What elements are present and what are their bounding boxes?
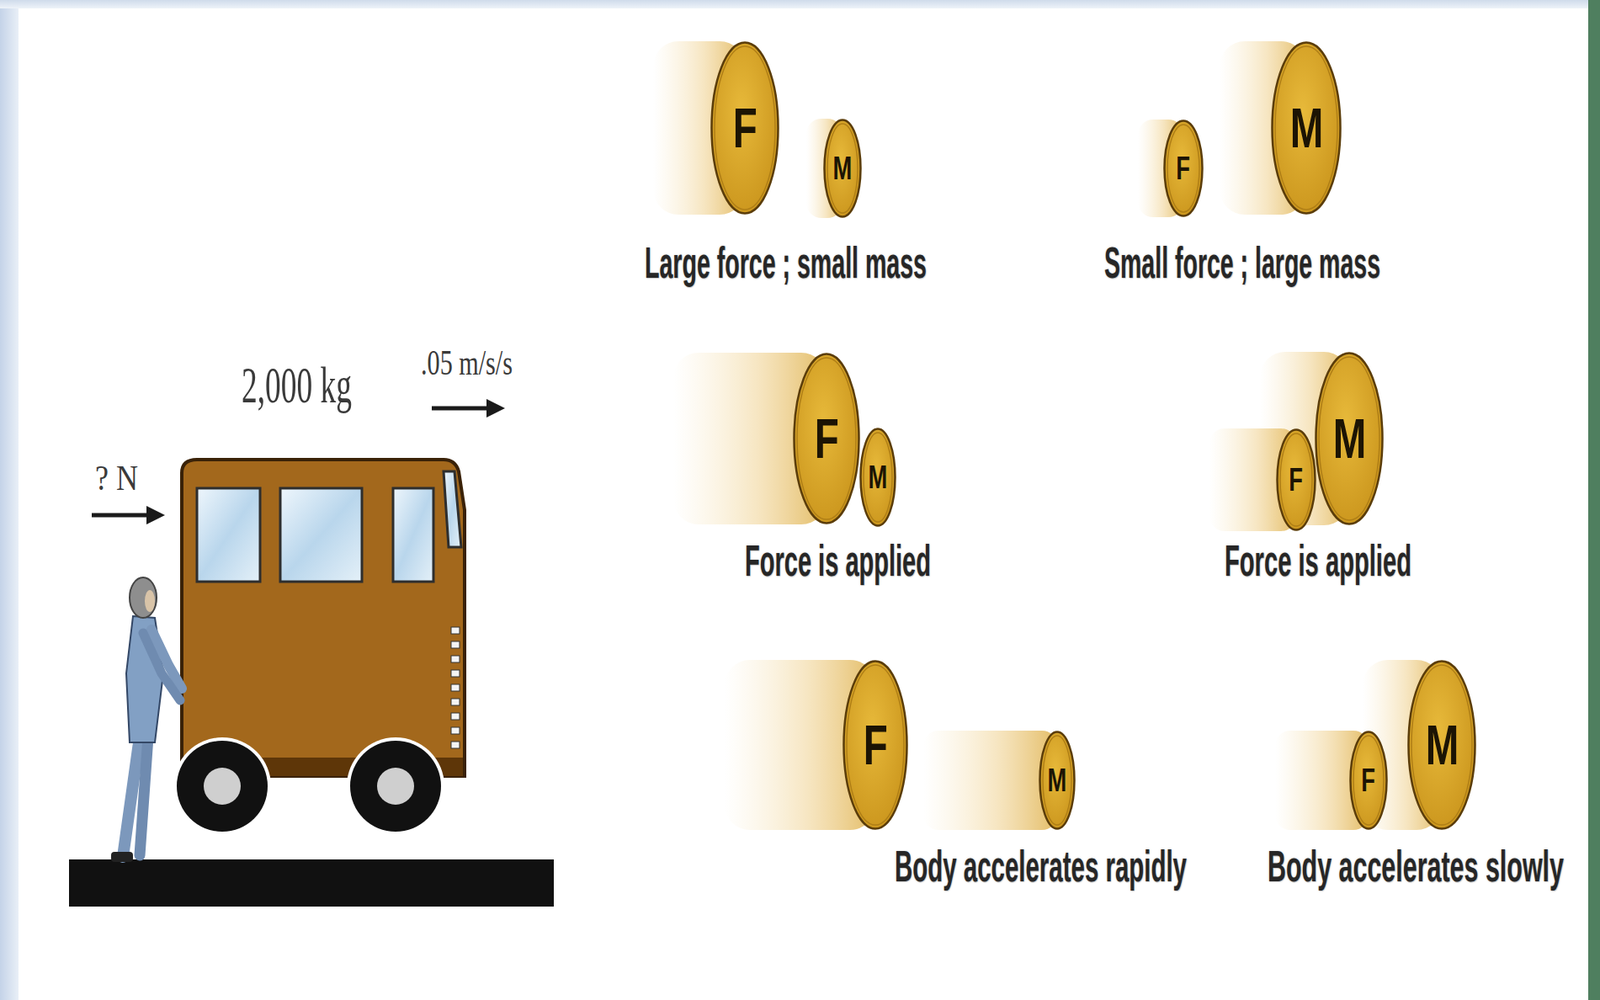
circle-fill: [1040, 732, 1075, 830]
circle-fill: [824, 120, 862, 218]
circle-letter: M: [1289, 100, 1324, 156]
acceleration-arrow: [431, 398, 505, 418]
mass-label: 2,000 kg: [241, 358, 352, 411]
circle-rim: [863, 432, 893, 522]
acceleration-label: .05 m/s/s: [420, 345, 513, 381]
van: [173, 459, 465, 832]
circle-letter: F: [813, 410, 839, 467]
mass-circle: M: [859, 427, 897, 527]
circle-fill: [861, 429, 896, 527]
circle-letter-box: F: [842, 659, 909, 830]
van-grille: [451, 627, 460, 749]
circle-letter: F: [862, 717, 888, 773]
mass-circle: M: [823, 118, 862, 218]
circle-fill: [844, 661, 908, 830]
panel-caption: Small force ; large mass: [1104, 240, 1381, 285]
circle-fill: [1272, 42, 1341, 214]
van-wheel: [350, 740, 442, 832]
circle-rim: [1275, 46, 1338, 210]
circle-letter-box: M: [1407, 659, 1477, 830]
van-body: [181, 459, 465, 777]
force-circle: F: [842, 659, 909, 830]
circle-fill: [1277, 430, 1316, 531]
circle-letter-box: F: [792, 352, 861, 525]
circle-fill: [794, 354, 860, 524]
panel-caption: Force is applied: [744, 538, 931, 583]
mass-circle: M: [1407, 659, 1477, 830]
circle-letter: M: [833, 152, 853, 185]
circle-letter: F: [1361, 764, 1377, 797]
van-hub: [377, 767, 415, 805]
circle-letter: M: [1047, 764, 1068, 797]
panel-caption: Body accelerates slowly: [1267, 844, 1564, 888]
ground-bar: [69, 859, 554, 907]
van-window: [393, 488, 434, 582]
panel-caption: Large force ; small mass: [644, 240, 927, 285]
circle-letter-box: F: [1163, 119, 1204, 218]
circle-fill: [712, 42, 779, 214]
van-wheel: [176, 740, 268, 832]
motion-trail: [923, 730, 1058, 830]
circle-rim: [846, 664, 904, 825]
circle-fill: [1408, 661, 1476, 830]
mass-circle: M: [1314, 351, 1384, 526]
circle-rim: [1411, 664, 1473, 825]
circle-letter-box: M: [1314, 351, 1384, 526]
panel-caption: Force is applied: [1224, 538, 1412, 583]
force-circle: F: [1349, 730, 1388, 830]
slide-edge-strip: [1588, 0, 1600, 1000]
circle-fill: [1350, 732, 1388, 830]
force-circle: F: [1275, 428, 1317, 532]
van-window: [280, 488, 362, 582]
panel-caption: Body accelerates rapidly: [894, 844, 1187, 888]
circle-letter-box: F: [1349, 730, 1388, 830]
force-circle: F: [1163, 119, 1204, 218]
force-circle: F: [792, 352, 861, 525]
person: [111, 577, 182, 862]
circle-fill: [1164, 121, 1203, 217]
van-hub: [203, 767, 241, 805]
force-arrow: [91, 505, 165, 525]
circle-rim: [714, 46, 776, 210]
circle-letter: F: [1176, 152, 1191, 185]
circle-rim: [1167, 124, 1200, 213]
force-circle: F: [710, 41, 780, 215]
van-window: [196, 488, 261, 582]
circle-rim: [1353, 735, 1384, 825]
circle-letter: M: [868, 461, 888, 494]
slide-frame: [0, 0, 1600, 9]
mass-circle: M: [1038, 730, 1076, 830]
circle-letter-box: M: [823, 118, 862, 218]
circle-letter: F: [732, 100, 757, 156]
van-windshield: [443, 471, 462, 548]
circle-rim: [827, 123, 858, 213]
circle-letter-box: M: [1270, 41, 1342, 215]
circle-letter: M: [1332, 410, 1367, 467]
circle-letter: M: [1424, 717, 1459, 773]
force-label: ? N: [95, 460, 139, 496]
person-arm: [143, 632, 181, 701]
person-head: [129, 577, 157, 618]
circle-rim: [1318, 356, 1380, 521]
mass-circle: M: [1270, 41, 1342, 215]
circle-letter-box: F: [1275, 428, 1317, 532]
circle-letter: F: [1289, 463, 1304, 496]
circle-letter-box: F: [710, 41, 780, 215]
circle-letter-box: M: [859, 427, 897, 527]
person-face: [144, 590, 155, 612]
circle-rim: [1280, 433, 1313, 527]
motion-trails: [653, 41, 1442, 830]
circle-fill: [1316, 353, 1383, 525]
person-leg: [139, 736, 149, 856]
circle-letter-box: M: [1038, 730, 1076, 830]
circle-rim: [1042, 735, 1072, 825]
circle-rim: [797, 357, 856, 520]
person-foot: [111, 851, 133, 862]
